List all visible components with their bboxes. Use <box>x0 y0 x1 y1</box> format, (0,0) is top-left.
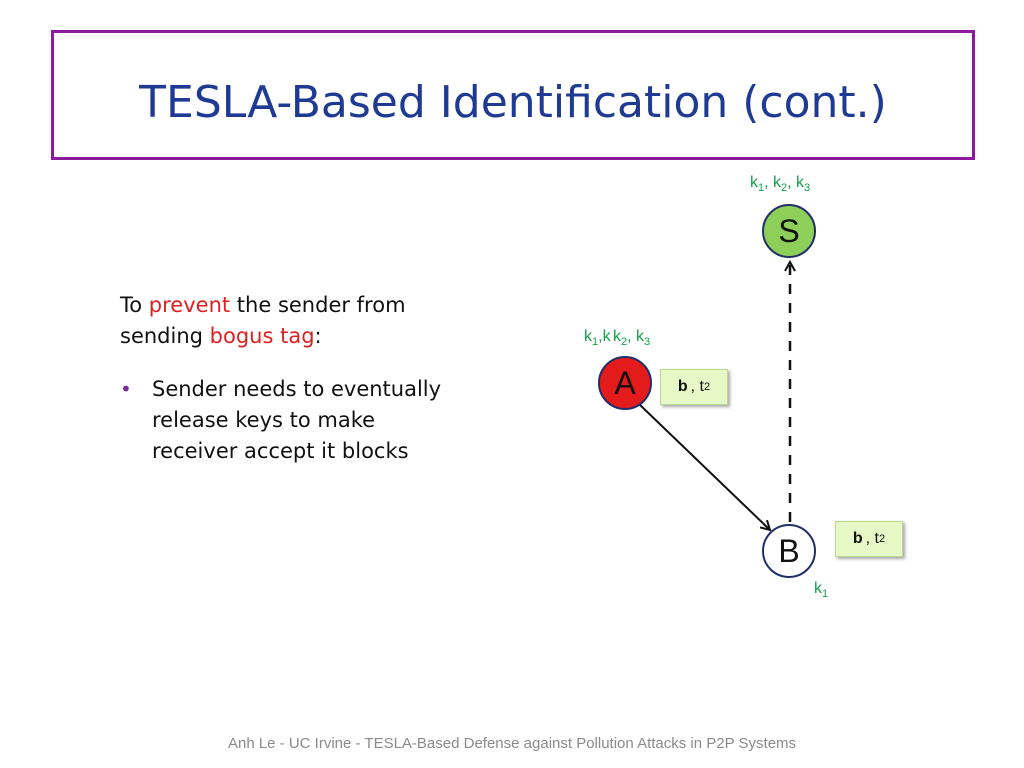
key-sub: 3 <box>644 336 651 349</box>
intro-highlight-prevent: prevent <box>148 293 231 317</box>
tag-block: b <box>677 378 688 395</box>
key-sub: 3 <box>804 182 811 195</box>
key-k: k <box>796 174 805 191</box>
bullet-text: Sender needs to eventually release keys … <box>152 374 512 467</box>
key-k: k <box>750 174 758 191</box>
intro-text: To prevent the sender from sending bogus… <box>120 290 406 352</box>
key-sub: 1 <box>758 182 765 195</box>
keys-label-b: k1 <box>814 580 828 600</box>
key-k: k <box>613 328 621 345</box>
keys-label-s: k1, k2, k3 <box>750 174 810 194</box>
intro-line-1: To prevent the sender from <box>120 290 406 321</box>
key-k: k <box>636 328 645 345</box>
bullet-line-1: Sender needs to eventually <box>152 377 442 401</box>
keys-label-a-1: k1,k <box>584 328 611 348</box>
tag-sep: , t <box>865 530 879 547</box>
intro-line-2: sending bogus tag: <box>120 321 406 352</box>
intro-highlight-bogus-tag: bogus tag <box>209 324 315 348</box>
key-sep: , <box>627 328 637 345</box>
node-b: B <box>762 524 816 578</box>
bullet-line-2: release keys to make <box>152 408 376 432</box>
tag-sup: 2 <box>879 533 886 545</box>
node-s: S <box>762 204 816 258</box>
key-k: k <box>602 328 611 345</box>
title-box: TESLA-Based Identification (cont.) <box>51 30 975 160</box>
tag-sup: 2 <box>704 381 711 393</box>
key-sep: , <box>598 328 603 345</box>
slide-footer: Anh Le - UC Irvine - TESLA-Based Defense… <box>227 735 797 752</box>
edge-a-to-b <box>638 403 770 530</box>
tag-block: b <box>852 530 863 547</box>
key-sep: , <box>787 174 797 191</box>
bullet-icon: • <box>120 377 132 401</box>
node-a: A <box>598 356 652 410</box>
key-sub: 1 <box>822 588 829 601</box>
key-k: k <box>814 580 822 597</box>
intro-line2-prefix: sending <box>120 324 210 348</box>
keys-label-a-2: k2, k3 <box>613 328 650 348</box>
key-sub: 1 <box>592 336 599 349</box>
key-sub: 2 <box>781 182 788 195</box>
key-sub: 2 <box>621 336 628 349</box>
tag-sep: , t <box>690 378 704 395</box>
key-k: k <box>584 328 592 345</box>
key-k: k <box>773 174 782 191</box>
key-sep: , <box>764 174 774 191</box>
intro-mid: the sender from <box>230 293 406 317</box>
intro-suffix: : <box>314 324 322 348</box>
slide-title: TESLA-Based Identification (cont.) <box>139 77 887 128</box>
intro-prefix: To <box>120 293 149 317</box>
bullet-line-3: receiver accept it blocks <box>152 439 409 463</box>
